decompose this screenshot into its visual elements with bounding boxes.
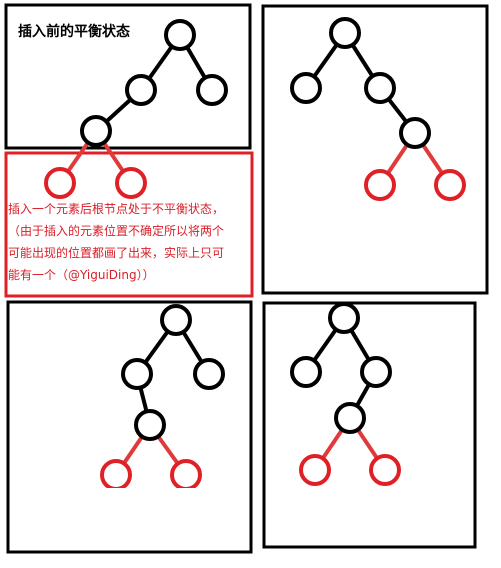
tree-node <box>329 17 361 49</box>
note-line: 可能出现的位置都画了出来，实际上只可 <box>8 246 225 260</box>
tree-panel-1 <box>44 19 228 199</box>
inserted-node <box>434 169 466 201</box>
panel-bottom-left-frame <box>6 300 253 554</box>
tree-panel-4 <box>290 302 401 486</box>
note-text: 插入一个元素后根节点处于不平衡状态， （由于插入的元素位置不确定所以将两个 可能… <box>8 198 252 286</box>
tree-node <box>193 358 225 390</box>
tree-node <box>125 74 157 106</box>
tree-node <box>196 74 228 106</box>
tree-node <box>290 72 322 104</box>
panel-title: 插入前的平衡状态 <box>18 23 130 40</box>
tree-panel-2 <box>290 17 466 201</box>
tree-node <box>80 115 112 147</box>
note-box-frame <box>4 151 254 298</box>
inserted-node <box>44 167 76 199</box>
inserted-node <box>299 454 331 486</box>
note-line: （由于插入的元素位置不确定所以将两个 <box>8 224 225 238</box>
tree-node <box>290 356 322 388</box>
inserted-node <box>364 169 396 201</box>
tree-node <box>334 402 366 434</box>
tree-node <box>399 117 431 149</box>
inserted-node <box>100 459 132 491</box>
tree-node <box>164 19 196 51</box>
panel-bottom-right-frame <box>262 301 477 549</box>
note-line: 插入一个元素后根节点处于不平衡状态， <box>8 202 225 216</box>
tree-node <box>160 304 192 336</box>
panel-top-left-frame <box>4 3 252 150</box>
tree-node <box>364 72 396 104</box>
tree-node <box>134 409 166 441</box>
inserted-node <box>170 459 202 491</box>
tree-node <box>328 302 360 334</box>
note-line: 能有一个（@YiguiDing）） <box>8 268 155 282</box>
inserted-node <box>115 167 147 199</box>
panel-top-right-frame <box>261 4 489 295</box>
tree-node <box>121 358 153 390</box>
clip-mask <box>96 488 206 502</box>
inserted-node <box>369 454 401 486</box>
tree-node <box>360 356 392 388</box>
tree-panel-3 <box>96 304 225 502</box>
